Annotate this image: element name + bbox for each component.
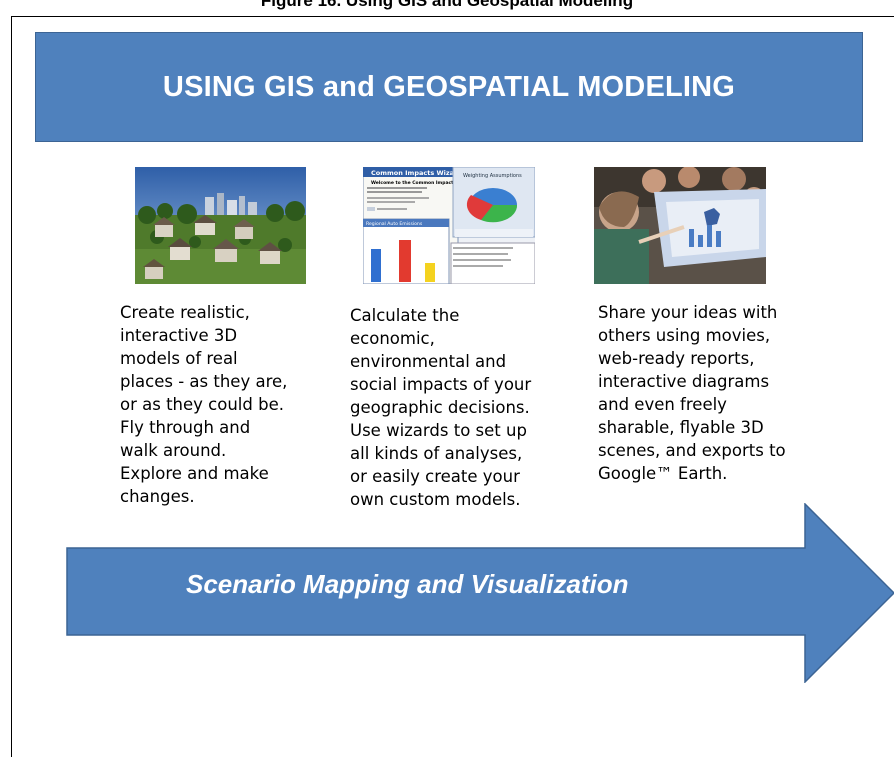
text-line: environmental and (350, 352, 507, 371)
text-line: or as they could be. (120, 395, 284, 414)
3d-town-model-image (135, 167, 306, 284)
text-line: walk around. (120, 441, 227, 460)
text-line: own custom models. (350, 490, 521, 509)
figure-title: Figure 16. Using GIS and Geospatial Mode… (260, 0, 634, 10)
text-line: Create realistic, (120, 303, 250, 322)
text-line: all kinds of analyses, (350, 444, 523, 463)
text-line: interactive diagrams (598, 372, 770, 391)
column-3-description: Share your ideas with others using movie… (598, 301, 803, 485)
text-line: geographic decisions. (350, 398, 530, 417)
text-line: Share your ideas with (598, 303, 778, 322)
diagram-frame (11, 16, 894, 757)
text-line: interactive 3D (120, 326, 238, 345)
workshop-presentation-photo (594, 167, 766, 284)
text-line: places - as they are, (120, 372, 288, 391)
common-impacts-wizard-screenshot: Common Impacts Wizard Welcome to the Com… (363, 167, 535, 284)
text-line: scenes, and exports to (598, 441, 786, 460)
text-line: others using movies, (598, 326, 771, 345)
text-line: sharable, flyable 3D (598, 418, 764, 437)
text-line: and even freely (598, 395, 727, 414)
text-line: Explore and make (120, 464, 269, 483)
column-2-description: Calculate the economic, environmental an… (350, 304, 550, 511)
chart-title: Regional Auto Emissions (366, 221, 423, 227)
text-line: Calculate the (350, 306, 460, 325)
text-line: or easily create your (350, 467, 520, 486)
text-line: web-ready reports, (598, 349, 755, 368)
arrow-label: Scenario Mapping and Visualization (186, 569, 629, 599)
text-line: models of real (120, 349, 238, 368)
text-line: social impacts of your (350, 375, 532, 394)
header-banner: USING GIS and GEOSPATIAL MODELING (35, 32, 863, 142)
column-1-description: Create realistic, interactive 3D models … (120, 301, 315, 508)
text-line: Fly through and (120, 418, 251, 437)
scenario-arrow (66, 503, 894, 683)
pie-title: Weighting Assumptions (463, 173, 522, 179)
banner-title: USING GIS and GEOSPATIAL MODELING (162, 70, 736, 103)
text-line: Google™ Earth. (598, 464, 728, 483)
text-line: changes. (120, 487, 195, 506)
text-line: economic, (350, 329, 435, 348)
text-line: Use wizards to set up (350, 421, 527, 440)
wizard-title: Common Impacts Wizard (371, 169, 462, 177)
wizard-welcome: Welcome to the Common Impacts Wizard (371, 180, 475, 186)
